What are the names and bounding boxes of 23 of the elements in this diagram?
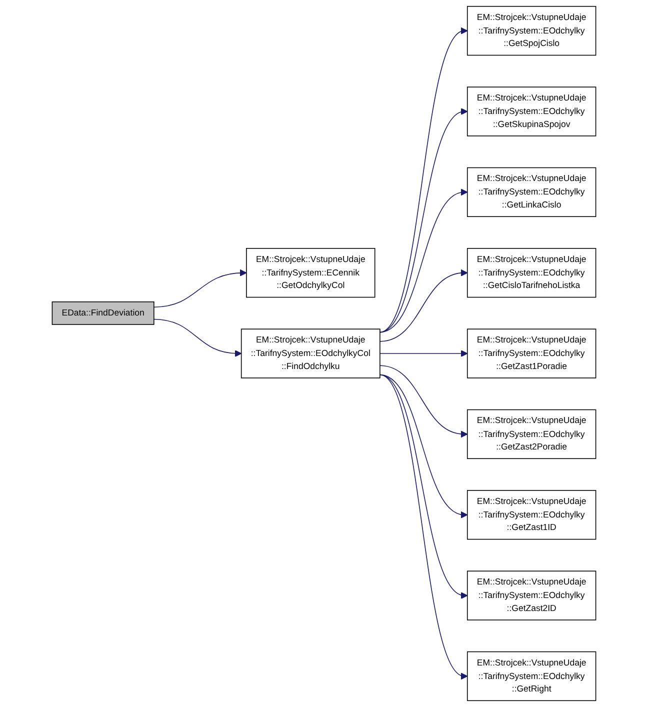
node-box: EM::Strojcek::VstupneUdaje ::TarifnySystem::EOdchylky ::GetSpojCislo	[466, 6, 596, 56]
node-box: EM::Strojcek::VstupneUdaje ::TarifnySystem::EOdchylkyCol ::FindOdchylku	[240, 328, 380, 378]
arrow	[380, 28, 468, 333]
arrow	[380, 270, 468, 342]
node-box: EM::Strojcek::VstupneUdaje ::TarifnySystem::ECennik ::GetOdchylkyCol	[246, 248, 376, 298]
arrow	[380, 350, 468, 357]
node-box: EM::Strojcek::VstupneUdaje ::TarifnySystem::EOdchylky ::GetZast1ID	[466, 490, 596, 540]
node-box: EM::Strojcek::VstupneUdaje ::TarifnySystem::EOdchylky ::GetCisloTarifnehoListka	[466, 248, 596, 298]
node-box: EM::Strojcek::VstupneUdaje ::TarifnySystem::EOdchylky ::GetZast1Poradie	[466, 328, 596, 378]
node-box: EData::FindDeviation	[52, 301, 154, 325]
node-box: EM::Strojcek::VstupneUdaje ::TarifnySystem::EOdchylky ::GetZast2Poradie	[466, 409, 596, 460]
arrow	[380, 374, 468, 598]
arrow	[154, 270, 247, 308]
node-box: EM::Strojcek::VstupneUdaje ::TarifnySystem::EOdchylky ::GetSkupinaSpojov	[466, 86, 596, 136]
arrow	[380, 374, 468, 518]
node-box: EM::Strojcek::VstupneUdaje ::TarifnySystem::EOdchylky ::GetLinkaCislo	[466, 167, 596, 217]
arrow	[380, 190, 468, 333]
arrow	[380, 374, 468, 678]
node-box: EM::Strojcek::VstupneUdaje ::TarifnySystem::EOdchylky ::GetRight	[466, 651, 596, 702]
arrow	[154, 318, 242, 357]
arrow	[380, 110, 468, 333]
node-box: EM::Strojcek::VstupneUdaje ::TarifnySystem::EOdchylky ::GetZast2ID	[466, 570, 596, 620]
arrow	[380, 365, 468, 438]
